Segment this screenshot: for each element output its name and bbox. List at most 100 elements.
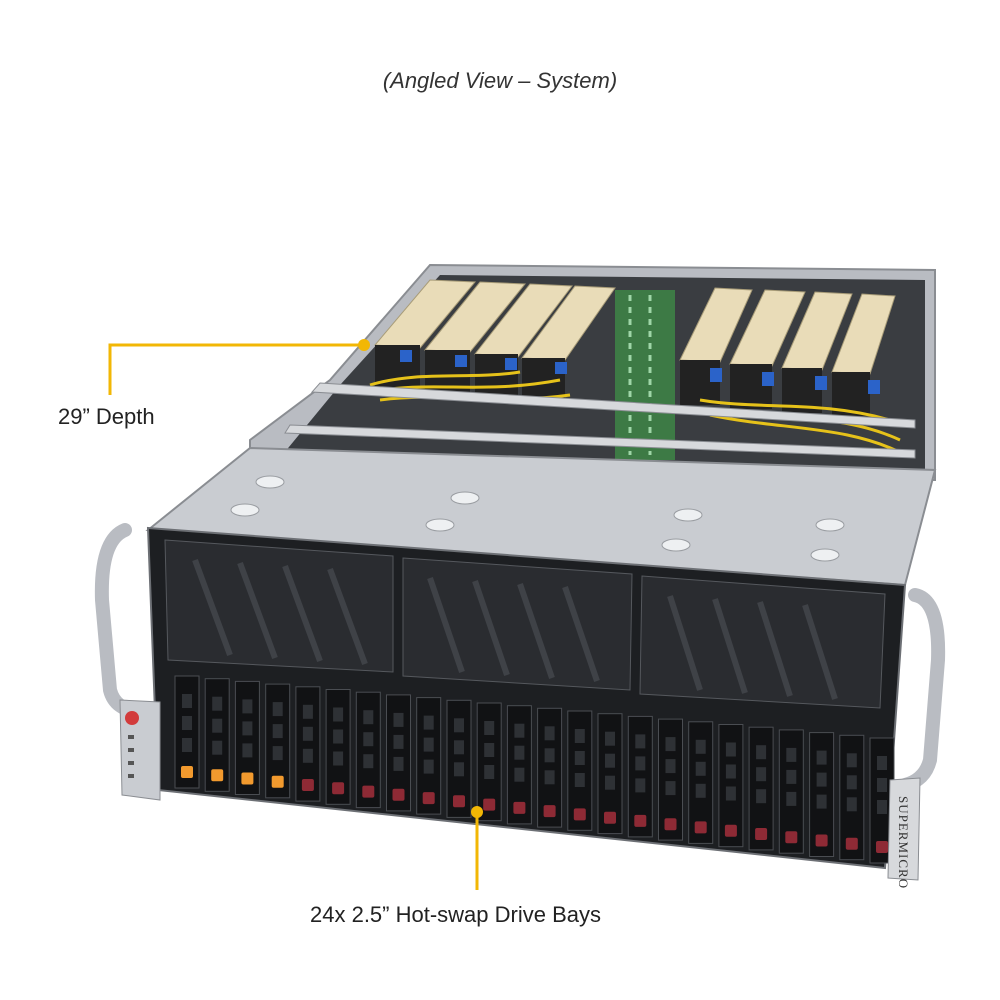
drive-bay-release-latch[interactable] <box>694 821 707 834</box>
drive-bay-release-latch[interactable] <box>664 818 677 831</box>
drive-bay-vent <box>484 743 495 757</box>
drive-bay-release-latch[interactable] <box>362 785 375 798</box>
drive-bay-vent <box>333 751 344 766</box>
drive-bay-release-latch[interactable] <box>543 805 556 818</box>
drive-bay-vent <box>786 769 797 784</box>
drive-bay-vent <box>514 767 525 782</box>
drive-bay-vent <box>544 726 555 741</box>
brand-logo-text: SUPERMICRO <box>896 796 911 889</box>
drive-bay-vent <box>665 781 676 796</box>
drive-bay-release-latch[interactable] <box>332 782 345 795</box>
drive-bay-vent <box>333 729 344 744</box>
drive-bay-tray[interactable] <box>204 678 230 792</box>
drive-bay-vent <box>182 716 192 730</box>
drive-bay-vent <box>816 794 827 809</box>
drive-bay-vent <box>333 707 344 722</box>
drive-bay-vent <box>212 696 223 711</box>
drive-bay-vent <box>665 759 676 774</box>
drive-bay-release-latch[interactable] <box>604 811 616 824</box>
drive-bay-release-latch[interactable] <box>876 841 888 853</box>
drive-bay-release-latch[interactable] <box>211 769 224 782</box>
drive-bay-vent <box>695 761 706 776</box>
drive-bay-vent <box>363 754 374 769</box>
drive-bay-vent <box>242 721 253 736</box>
drive-bay-release-latch[interactable] <box>755 828 768 840</box>
drive-bay-vent <box>756 767 767 782</box>
drive-bay-release-latch[interactable] <box>785 831 798 844</box>
drive-bay-vent <box>846 753 857 768</box>
drive-bay-vent <box>272 746 283 761</box>
drive-bay-vent <box>302 726 313 741</box>
drive-bay-vent <box>544 748 555 763</box>
drive-bay-vent <box>544 770 555 785</box>
drive-bay-release-latch[interactable] <box>634 814 647 827</box>
drive-bay-vent <box>212 740 223 755</box>
chassis-crossbars <box>284 382 916 459</box>
drive-bay-vent <box>574 773 585 787</box>
status-led-icon <box>128 735 134 739</box>
drive-bay-vent <box>363 732 374 747</box>
drive-bay-vent <box>725 742 736 757</box>
drive-bay-release-latch[interactable] <box>724 824 737 837</box>
drive-bay-vent <box>756 745 767 760</box>
drive-bay-vent <box>484 721 495 735</box>
drive-bay-vent <box>574 729 585 743</box>
drive-bay-release-latch[interactable] <box>271 775 284 788</box>
drive-bay-vent <box>846 775 857 790</box>
drive-bay-release-latch[interactable] <box>815 834 828 847</box>
drive-bay-vent <box>635 778 646 793</box>
drive-bay-vent <box>182 694 192 708</box>
drive-bay-vent <box>877 778 887 792</box>
drive-bay-vent <box>756 789 767 804</box>
drive-bay-array <box>174 675 895 864</box>
drive-bay-vent <box>635 734 646 749</box>
drive-bay-vent <box>242 699 253 714</box>
drive-bay-release-latch[interactable] <box>845 837 858 850</box>
drive-bay-release-latch[interactable] <box>301 779 314 791</box>
drive-bay-vent <box>695 739 706 754</box>
drive-bay-vent <box>272 724 283 739</box>
drive-bay-vent <box>484 765 495 779</box>
drive-bay-release-latch[interactable] <box>513 801 526 814</box>
drive-bay-vent <box>302 748 313 763</box>
drive-bay-vent <box>816 772 827 787</box>
drive-bay-vent <box>786 791 797 806</box>
power-button-icon[interactable] <box>125 711 139 725</box>
drive-bay-vent <box>846 797 857 812</box>
drive-bay-vent <box>212 718 223 733</box>
drive-bay-release-latch[interactable] <box>422 792 435 805</box>
drive-bay-release-latch[interactable] <box>573 808 586 821</box>
drive-bay-vent <box>302 704 313 719</box>
drive-bay-vent <box>725 764 736 779</box>
drive-bay-vent <box>454 718 464 733</box>
control-panel-ear <box>119 699 161 801</box>
drive-bay-vent <box>454 740 464 755</box>
drive-bay-release-latch[interactable] <box>483 798 496 811</box>
drive-bay-vent <box>182 738 192 752</box>
drive-bay-vent <box>605 775 615 790</box>
drive-bay-vent <box>695 783 706 798</box>
drive-bay-vent <box>605 753 615 768</box>
rack-handle-right[interactable] <box>898 588 946 792</box>
drive-bay-vent <box>393 712 404 727</box>
drive-bay-vent <box>725 786 736 801</box>
drive-bay-vent <box>454 762 464 777</box>
drive-bay-vent <box>605 731 615 746</box>
drive-bay-vent <box>363 710 374 725</box>
depth-callout-line <box>108 339 370 395</box>
drive-bays-callout-line <box>471 806 483 890</box>
rack-handle-left[interactable] <box>94 523 147 719</box>
drive-bay-vent <box>877 800 887 814</box>
drive-bay-vent <box>393 734 404 749</box>
drive-bay-release-latch[interactable] <box>181 766 193 778</box>
drive-bay-vent <box>423 737 434 752</box>
gpu-cards-left <box>373 279 616 403</box>
drive-bay-release-latch[interactable] <box>392 788 405 801</box>
drive-bays-callout-label: 24x 2.5” Hot-swap Drive Bays <box>310 902 601 927</box>
drive-bay-vent <box>635 756 646 771</box>
drive-bay-release-latch[interactable] <box>241 772 254 785</box>
drive-bay-vent <box>423 759 434 774</box>
gpu-cards-right <box>679 287 896 417</box>
drive-bay-release-latch[interactable] <box>453 795 465 808</box>
brand-ear: SUPERMICRO <box>887 777 921 889</box>
